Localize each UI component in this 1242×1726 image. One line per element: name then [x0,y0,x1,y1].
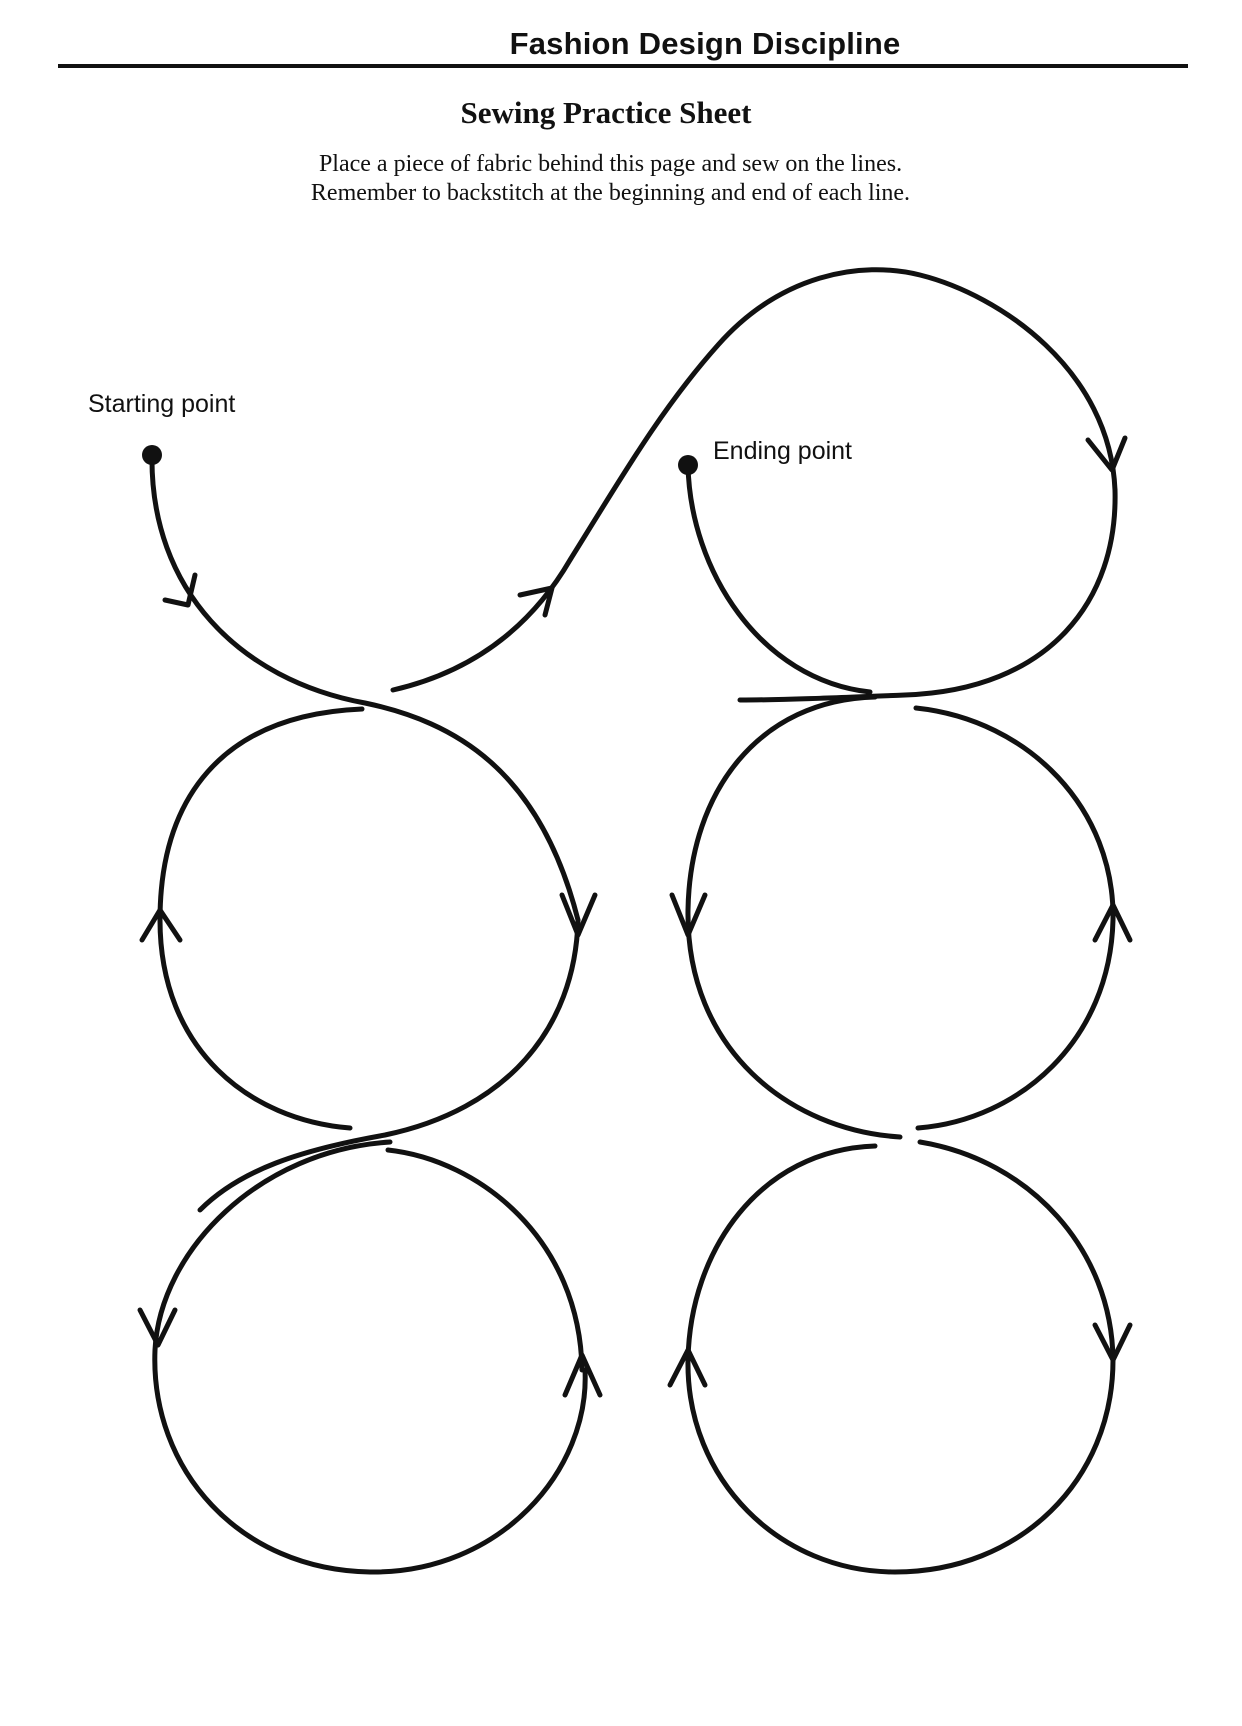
discipline-heading: Fashion Design Discipline [509,26,901,61]
arrow-icon [162,572,198,608]
sheet-title: Sewing Practice Sheet [460,95,752,130]
instructions: Place a piece of fabric behind this page… [0,150,1221,208]
arrow-icon [139,907,183,943]
start-connector [390,267,1118,693]
arrow-icon [137,1307,178,1348]
top-right-loop [737,487,1118,703]
arrow-icon [1085,435,1128,473]
arrow-icon [1092,902,1133,943]
starting-point-label: Starting point [88,390,236,418]
starting-point-dot [142,445,162,465]
instruction-line-1: Place a piece of fabric behind this page… [318,151,903,177]
right-upper-right-arc [913,705,1116,1131]
arrow-icon [562,1352,603,1398]
arrow-icon [559,892,598,938]
instruction-line-2: Remember to backstitch at the beginning … [310,180,911,206]
right-lower-left-arc [685,1143,1116,1575]
arrow-icon [1092,1322,1133,1363]
arrow-icon [517,585,555,618]
header-rule [58,64,1188,68]
right-lower-right-arc [917,1139,1116,1363]
left-upper-right-arc [197,917,581,1213]
arrow-icon [669,892,708,938]
left-lower-left-arc [152,1139,588,1575]
left-lower-right-arc [385,1147,585,1373]
right-upper-left-arc [685,694,903,1140]
ending-point-dot [678,455,698,475]
ending-point-label: Ending point [713,437,853,465]
end-curve [685,462,873,695]
arrow-icon [667,1347,708,1388]
start-curve [149,452,581,923]
left-upper-circle [157,706,365,1131]
